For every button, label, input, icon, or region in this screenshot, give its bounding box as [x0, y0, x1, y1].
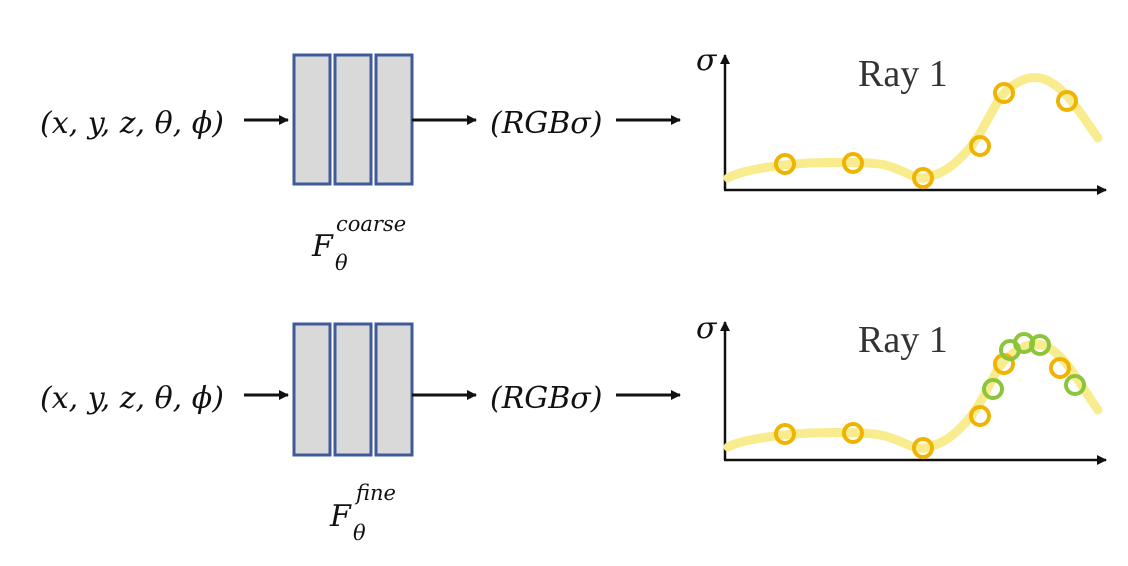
network-layer — [333, 322, 373, 457]
network-subscript: θ — [335, 251, 348, 275]
fine-density-plot: σ Ray 1 — [696, 311, 1107, 465]
fine-network-block — [292, 322, 414, 457]
network-base: F — [311, 229, 334, 264]
fine-sample-point — [982, 378, 1004, 400]
coarse-sample-point — [842, 422, 864, 444]
network-layer — [374, 322, 414, 457]
coarse-network-block — [292, 53, 414, 186]
plot-title: Ray 1 — [858, 319, 948, 361]
coarse-sample-point — [774, 153, 796, 175]
network-subscript: θ — [353, 521, 366, 545]
network-superscript: fine — [354, 481, 396, 505]
fine-network-name: F θ fine — [329, 481, 396, 545]
coarse-network-name: F θ coarse — [311, 212, 406, 275]
coarse-sample-point — [912, 437, 934, 459]
coarse-input-label: (x, y, z, θ, ϕ) — [40, 106, 224, 141]
y-axis-label: σ — [696, 311, 718, 346]
network-superscript: coarse — [336, 212, 406, 236]
network-layer — [333, 53, 373, 186]
coarse-output-label: (RGBσ) — [490, 106, 603, 141]
plot-title: Ray 1 — [858, 53, 948, 95]
fine-row: (x, y, z, θ, ϕ) (RGBσ) F θ fine σ Ray 1 — [40, 311, 1107, 545]
coarse-sample-point — [969, 135, 991, 157]
network-base: F — [329, 499, 352, 534]
coarse-row: (x, y, z, θ, ϕ) (RGBσ) F θ coarse σ Ray … — [40, 43, 1107, 275]
network-layer — [292, 322, 332, 457]
network-layer — [292, 53, 332, 186]
network-layer — [374, 53, 414, 186]
coarse-sample-point — [912, 167, 934, 189]
coarse-sample-point — [993, 82, 1015, 104]
coarse-sample-point — [842, 152, 864, 174]
coarse-sample-point — [969, 405, 991, 427]
fine-output-label: (RGBσ) — [490, 381, 603, 416]
coarse-sample-point — [1056, 90, 1078, 112]
y-axis-label: σ — [696, 43, 718, 78]
fine-input-label: (x, y, z, θ, ϕ) — [40, 381, 224, 416]
density-curve — [723, 72, 1103, 183]
coarse-sample-point — [774, 423, 796, 445]
coarse-density-plot: σ Ray 1 — [696, 43, 1107, 195]
density-curve — [723, 339, 1103, 453]
coarse-sample-point — [1049, 357, 1071, 379]
fine-sample-point — [1064, 374, 1086, 396]
fine-sample-point — [1029, 334, 1051, 356]
